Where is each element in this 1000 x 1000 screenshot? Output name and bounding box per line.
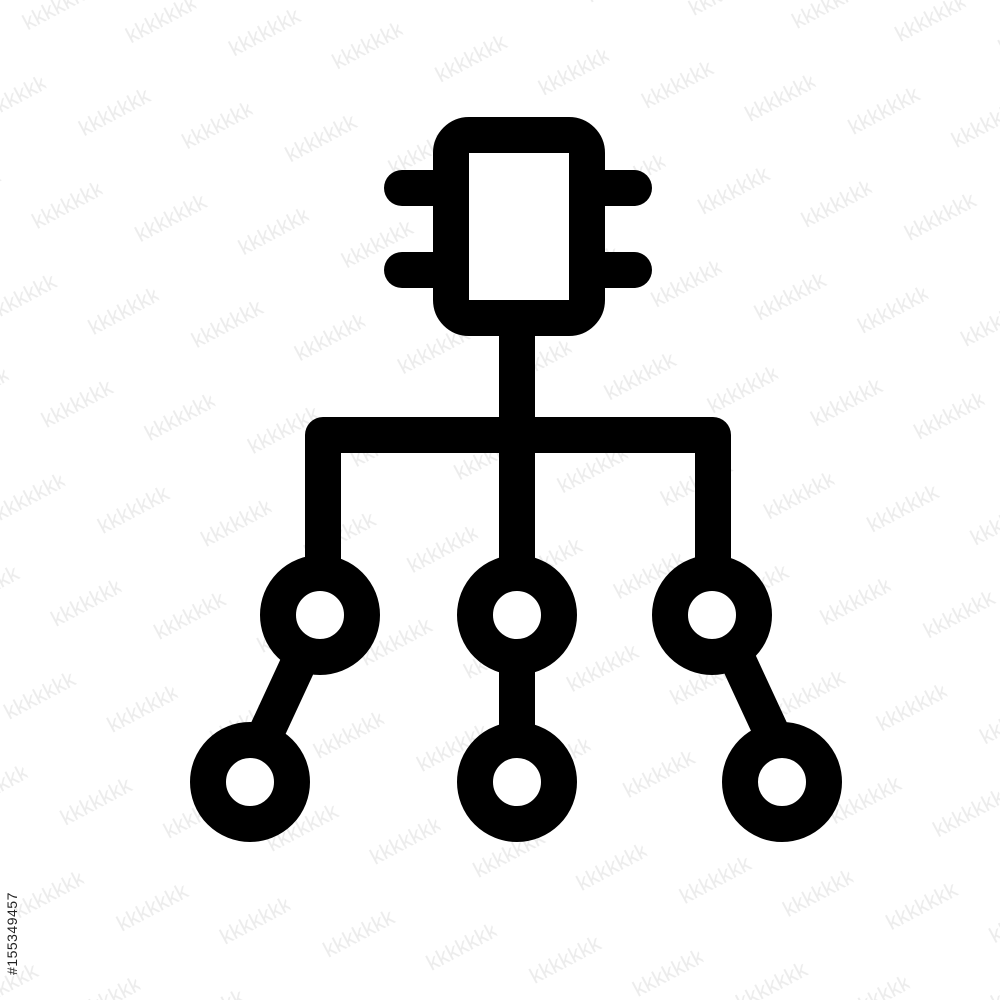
node-upper-right	[652, 555, 772, 675]
node-upper-center	[457, 555, 577, 675]
node-lower-center	[457, 722, 577, 842]
stock-image-id: #155349457	[4, 892, 20, 975]
node-lower-right	[722, 722, 842, 842]
chip-body	[433, 117, 605, 336]
node-lower-left	[190, 722, 310, 842]
node-upper-left	[260, 555, 380, 675]
